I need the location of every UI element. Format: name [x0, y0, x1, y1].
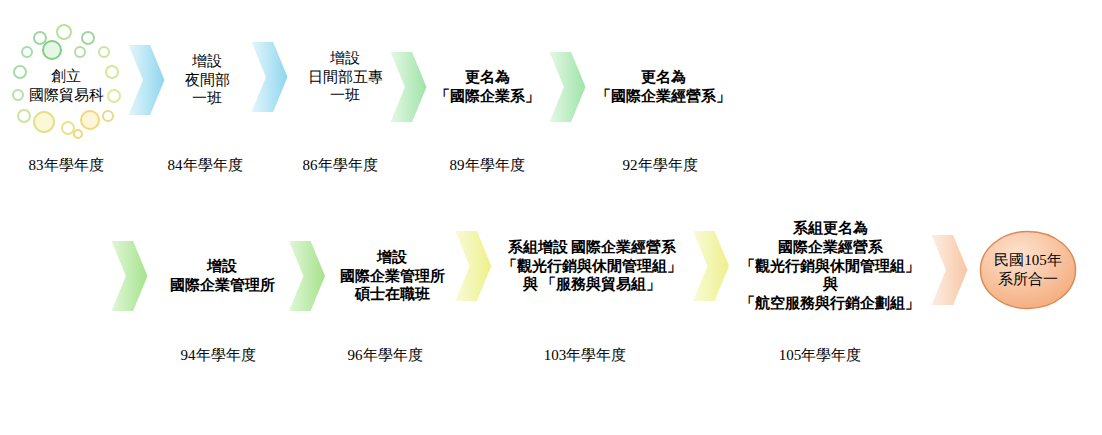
step-text: 增設 夜間部 一班	[185, 52, 230, 108]
step-text: 系組更名為 國際企業經營系 「觀光行銷與休閒管理組」 與 「航空服務與行銷企劃組…	[740, 219, 920, 313]
chevron-arrow	[391, 52, 427, 122]
step-text-line: 更名為 「國際企業系」	[435, 68, 540, 106]
step-text-line: 增設 夜間部 一班	[185, 52, 230, 108]
step-text-line: 更名為 「國際企業經營系」	[596, 68, 731, 106]
circle-cluster	[13, 25, 120, 138]
year-label: 89年學年度	[450, 156, 525, 175]
cluster-node: 創立 國際貿易科	[29, 67, 104, 105]
year-label: 105年學年度	[779, 346, 862, 365]
step-text: 更名為 「國際企業系」	[435, 68, 540, 106]
chevron-arrow	[455, 231, 491, 301]
chevron-arrow	[252, 42, 288, 112]
step-text-line: 增設 國際企業管理所	[170, 257, 275, 295]
oval-shape	[979, 230, 1077, 310]
step-text: 系組增設 國際企業經營系 「觀光行銷與休閒管理組」 與 「服務與貿易組」	[502, 238, 682, 294]
year-label: 103年學年度	[544, 346, 627, 365]
chevron-arrow	[932, 235, 968, 305]
year-label: 84年學年度	[168, 156, 243, 175]
step-text-line: 系組增設 國際企業經營系 「觀光行銷與休閒管理組」 與 「服務與貿易組」	[502, 238, 682, 294]
chevron-arrow	[112, 241, 148, 311]
step-text: 更名為 「國際企業經營系」	[596, 68, 731, 106]
year-label: 83年學年度	[29, 156, 104, 175]
step-text: 增設 國際企業管理所 碩士在職班	[340, 248, 445, 304]
oval-node: 民國105年 系所合一	[979, 230, 1077, 310]
step-text-line: 創立 國際貿易科	[29, 67, 104, 105]
step-text: 增設 日間部五專 一班	[308, 49, 383, 105]
chevron-arrow	[550, 52, 586, 122]
year-label: 96年學年度	[348, 346, 423, 365]
step-text: 增設 國際企業管理所	[170, 257, 275, 295]
chevron-arrow	[129, 45, 165, 115]
year-label: 94年學年度	[181, 346, 256, 365]
step-text-line: 增設 日間部五專 一班	[308, 49, 383, 105]
chevron-arrow	[693, 231, 729, 301]
step-text-line: 民國105年 系所合一	[994, 251, 1062, 289]
chevron-arrow	[289, 241, 325, 311]
year-label: 86年學年度	[303, 156, 378, 175]
step-text-line: 增設 國際企業管理所 碩士在職班	[340, 248, 445, 304]
step-text-line: 系組更名為 國際企業經營系 「觀光行銷與休閒管理組」 與 「航空服務與行銷企劃組…	[740, 219, 920, 313]
year-label: 92年學年度	[623, 156, 698, 175]
